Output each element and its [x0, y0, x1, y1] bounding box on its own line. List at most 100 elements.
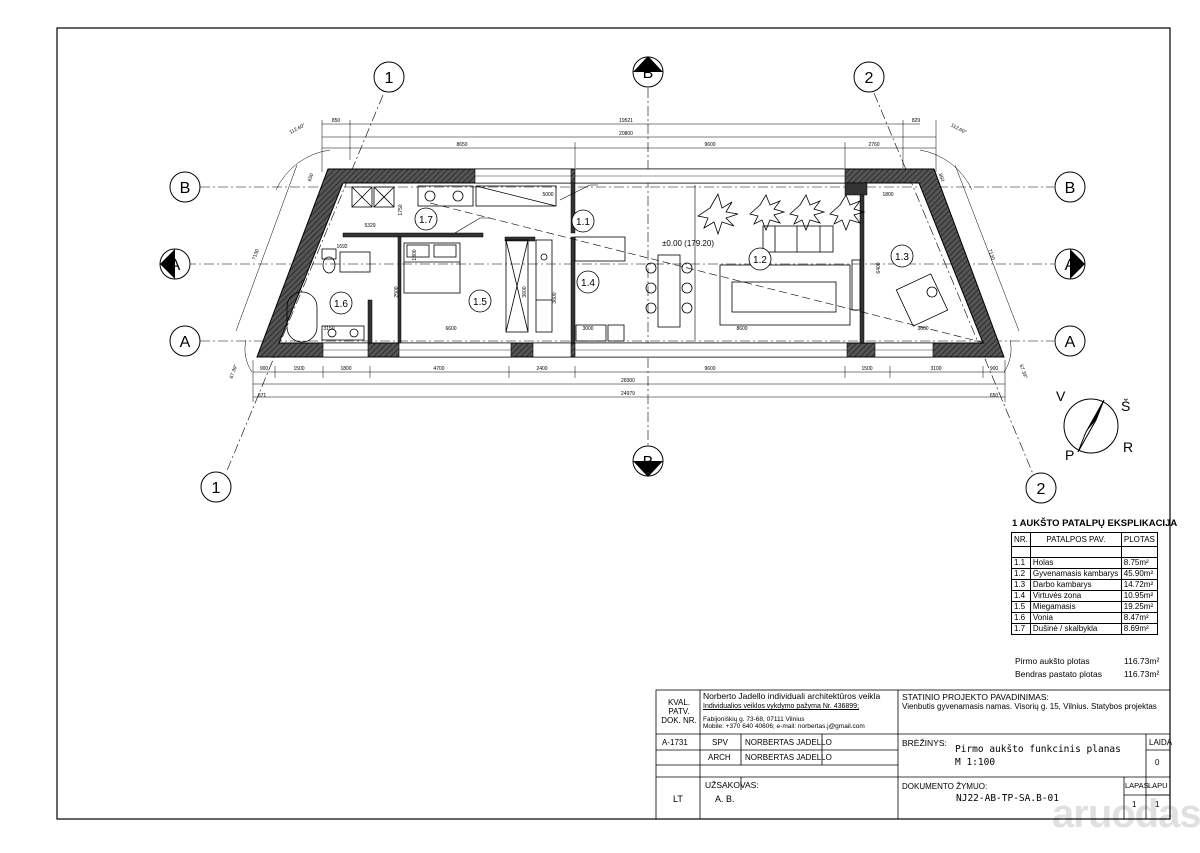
svg-text:1800: 1800 [340, 366, 351, 372]
svg-text:2500: 2500 [394, 286, 400, 297]
svg-text:829: 829 [912, 118, 921, 124]
svg-text:2760: 2760 [868, 142, 879, 148]
svg-text:1800: 1800 [882, 192, 893, 198]
svg-text:R: R [1123, 439, 1133, 455]
axis-label: 1 [385, 70, 394, 87]
column-header: PATALPOS PAV. [1029, 532, 1122, 547]
sheet-frame [56, 27, 1171, 820]
axis-label: B [1065, 180, 1076, 197]
lapas-label: LAPAS [1125, 781, 1149, 790]
axis-label: A [180, 334, 191, 351]
axis-label: B [643, 65, 654, 82]
axis-label: B [180, 180, 191, 197]
interior-walls [342, 182, 868, 344]
room-label: 1.2 [753, 255, 767, 266]
room-label: 1.7 [419, 215, 433, 226]
svg-text:1500: 1500 [293, 366, 304, 372]
dimension-texts: 19521 20800 850 8650 9600 2760 829 900 1… [229, 118, 1028, 399]
axis-b-right [1054, 171, 1086, 203]
firm-contact: Mobile: +370 640 40606; e-mail: norberta… [703, 723, 865, 730]
axis-label: A [1065, 334, 1076, 351]
lapu-value: 1 [1155, 800, 1160, 809]
svg-text:6600: 6600 [445, 326, 456, 332]
svg-text:4700: 4700 [433, 366, 444, 372]
axis-a-left-2 [169, 325, 201, 357]
drawing-name: Pirmo aukšto funkcinis planas [955, 744, 1121, 755]
svg-text:1500: 1500 [861, 366, 872, 372]
svg-text:650: 650 [990, 393, 999, 399]
laida-value: 0 [1155, 758, 1160, 767]
svg-text:650: 650 [307, 173, 316, 183]
svg-text:1692: 1692 [336, 244, 347, 250]
floor-area-label: Pirmo aukšto plotas [1015, 656, 1090, 666]
total-area-value: 116.73m² [1124, 669, 1160, 679]
room-label: 1.4 [581, 278, 595, 289]
firm-address: Fabijoniškių g. 73-68, 07111 Vilnius [703, 716, 805, 723]
laida-label: LAIDA [1149, 738, 1173, 747]
grid-lines [186, 88, 1054, 475]
svg-text:8650: 8650 [456, 142, 467, 148]
client-label: UŽSAKOVAS: [705, 780, 759, 790]
axis-label: 1 [212, 480, 221, 497]
svg-text:3600: 3600 [917, 326, 928, 332]
firm-cert: Individualios veiklos vykdymo pažyma Nr.… [703, 703, 860, 710]
svg-text:6400: 6400 [876, 262, 882, 273]
svg-text:3100: 3100 [930, 366, 941, 372]
svg-text:5329: 5329 [364, 223, 375, 229]
dimension-lines [235, 120, 1020, 402]
table-header: NR. PATALPOS PAV. PLOTAS [1011, 532, 1159, 547]
svg-text:5000: 5000 [542, 192, 553, 198]
svg-text:Š: Š [1121, 398, 1130, 414]
svg-text:900: 900 [260, 366, 269, 372]
drawing-scale: M 1:100 [955, 757, 996, 768]
person-arch: NORBERTAS JADELLO [745, 753, 832, 762]
axis-label: A [1065, 257, 1076, 274]
level-mark: ±0.00 (179.20) [662, 239, 714, 248]
axis-a-right-2 [1054, 325, 1086, 357]
axis-label: 2 [1037, 481, 1046, 498]
axis-label: A [170, 257, 181, 274]
svg-text:P: P [1065, 447, 1074, 463]
floor-area-value: 116.73m² [1124, 656, 1160, 666]
svg-text:19521: 19521 [619, 118, 633, 124]
axis-1-bottom [200, 471, 232, 503]
svg-text:V: V [1056, 388, 1066, 404]
doc-code-label: DOKUMENTO ŽYMUO: [902, 782, 988, 791]
lapu-label: LAPU [1148, 781, 1168, 790]
doc-number: A-1731 [662, 738, 688, 747]
role-spv: SPV [712, 738, 729, 747]
svg-text:7130: 7130 [251, 248, 261, 261]
axis-label: 2 [865, 70, 874, 87]
lapas-value: 1 [1132, 800, 1137, 809]
svg-text:1750: 1750 [398, 204, 404, 215]
person-spv: NORBERTAS JADELLO [745, 738, 832, 747]
svg-text:900: 900 [990, 366, 999, 372]
total-area-label: Bendras pastato plotas [1015, 669, 1102, 679]
svg-text:7130: 7130 [986, 248, 996, 261]
title-block-grid [655, 689, 1171, 820]
svg-text:3600: 3600 [522, 286, 528, 297]
room-label: 1.1 [576, 217, 590, 228]
watermark: aruodas.lt [1052, 792, 1200, 836]
svg-text:67.39°: 67.39° [1018, 364, 1029, 380]
svg-text:2400: 2400 [536, 366, 547, 372]
svg-text:1800: 1800 [412, 249, 418, 260]
svg-text:9600: 9600 [704, 142, 715, 148]
room-label: 1.3 [895, 252, 909, 263]
svg-text:20800: 20800 [619, 131, 633, 137]
axis-2-bottom [1025, 472, 1057, 504]
svg-text:850: 850 [937, 173, 946, 183]
svg-text:9600: 9600 [704, 366, 715, 372]
svg-text:3000: 3000 [582, 326, 593, 332]
kval-label: KVAL. PATV. DOK. NR. [661, 698, 697, 725]
plants [696, 192, 866, 236]
svg-text:871: 871 [258, 393, 267, 399]
svg-text:3150: 3150 [323, 326, 334, 332]
